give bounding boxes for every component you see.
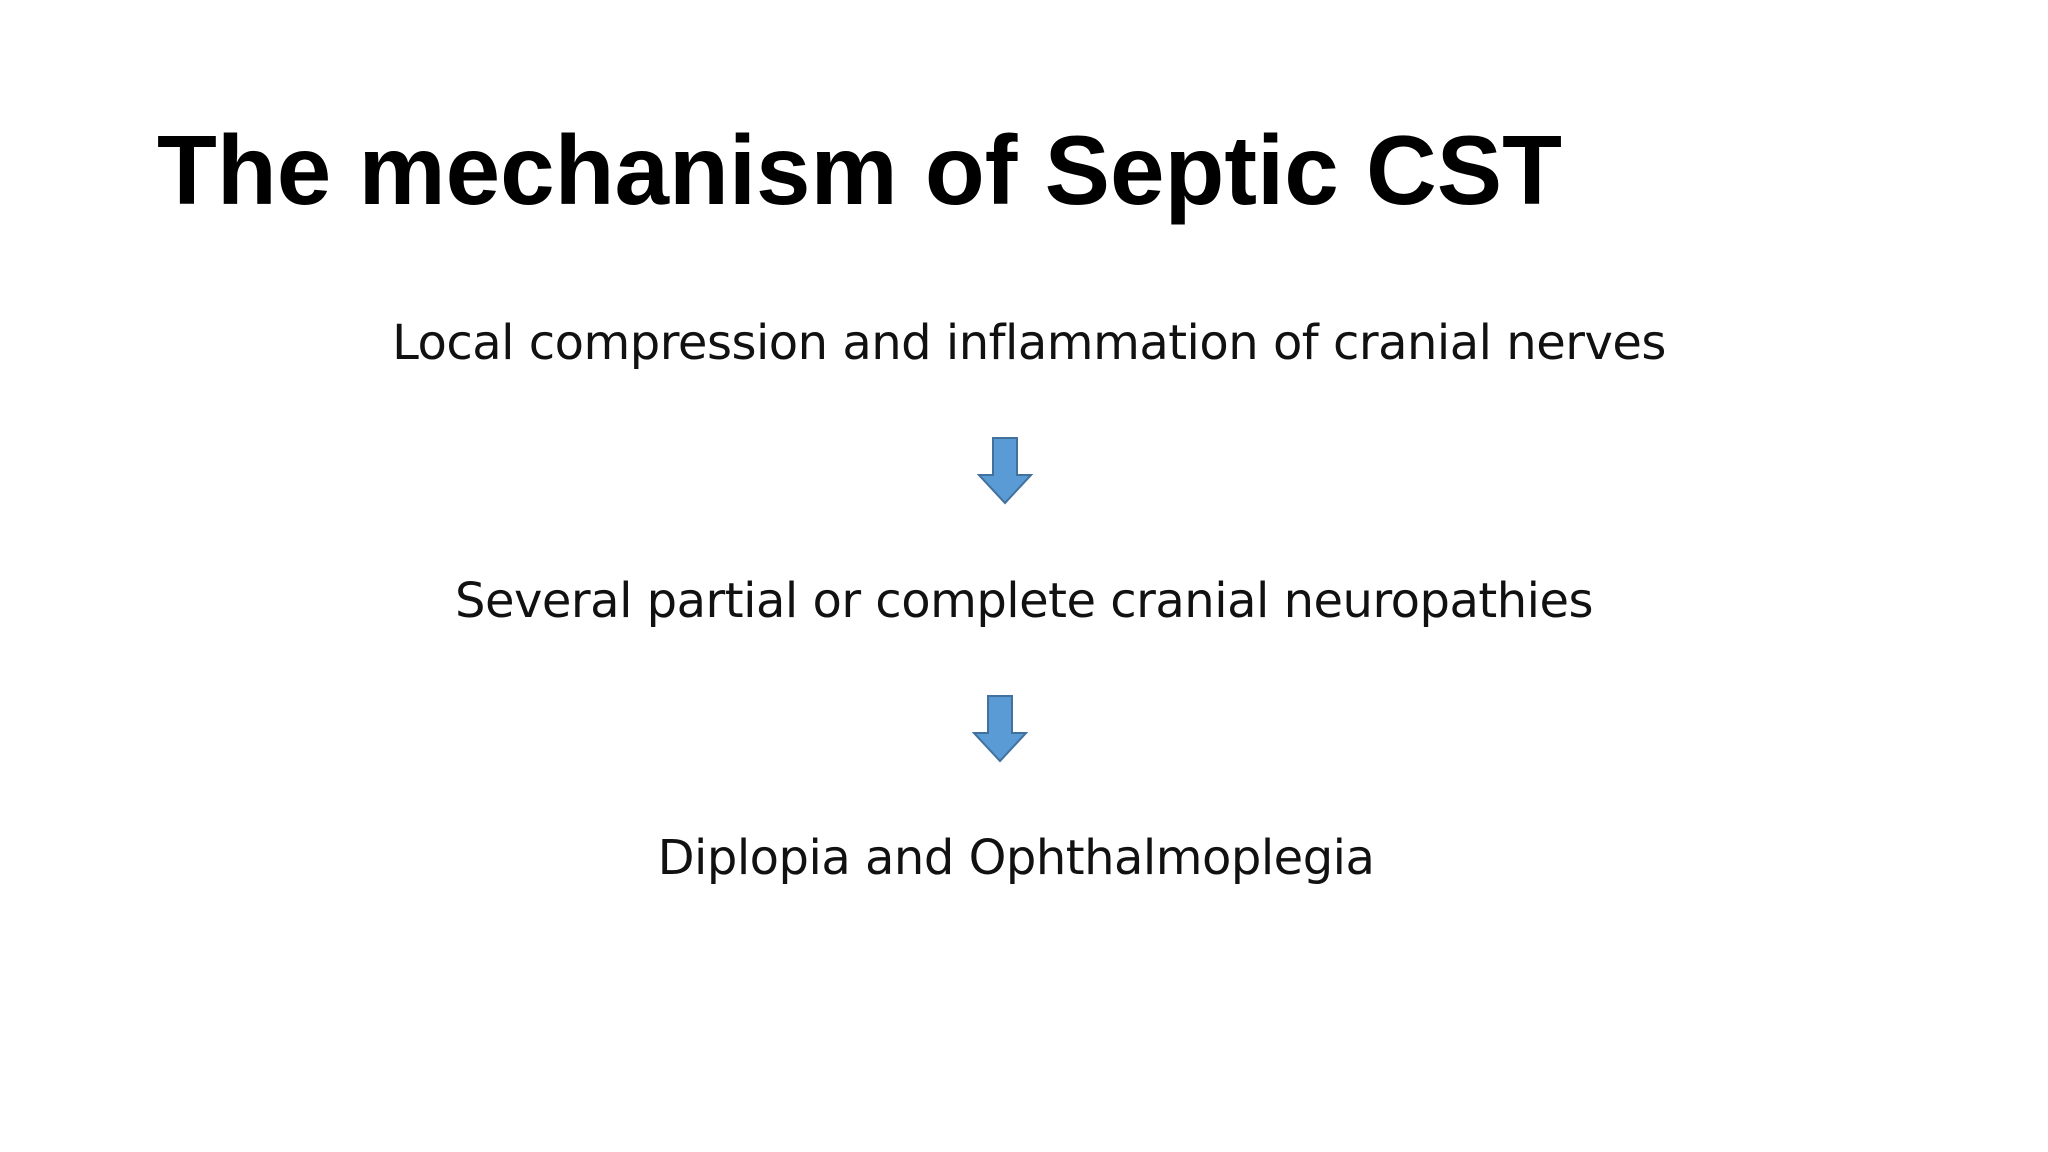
flow-step-diplopia-ophthalmoplegia: Diplopia and Ophthalmoplegia: [657, 830, 1375, 886]
arrow-down-icon: [977, 437, 1033, 505]
arrow-down-icon: [972, 695, 1028, 763]
slide-title: The mechanism of Septic CST: [157, 115, 1562, 225]
flow-step-cranial-neuropathies: Several partial or complete cranial neur…: [454, 573, 1594, 629]
flow-step-local-compression: Local compression and inflammation of cr…: [392, 315, 1666, 371]
